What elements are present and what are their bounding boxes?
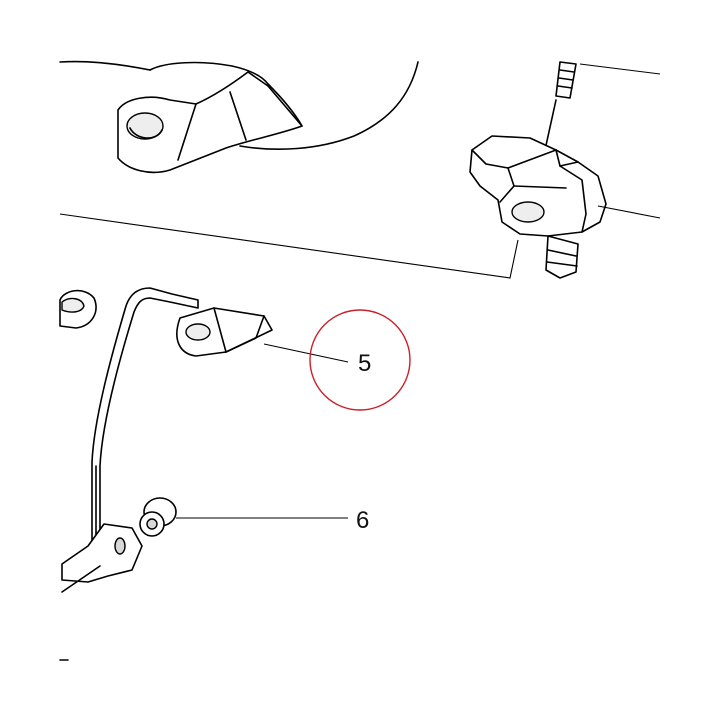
leader-line-sensor — [59, 213, 519, 279]
callout-5[interactable]: 5 — [263, 309, 411, 411]
callout-5-label: 5 — [358, 350, 371, 377]
callout-5-highlight-circle — [309, 309, 411, 411]
manifold-casting — [59, 60, 419, 174]
pressure-sensor — [469, 61, 661, 279]
callout-6[interactable]: 6 — [176, 507, 369, 534]
callout-5-leader — [263, 343, 349, 363]
pipe-assembly — [61, 287, 273, 593]
rubber-bushing — [139, 497, 177, 537]
gasket-ring — [59, 289, 97, 329]
callout-6-label: 6 — [356, 507, 369, 534]
